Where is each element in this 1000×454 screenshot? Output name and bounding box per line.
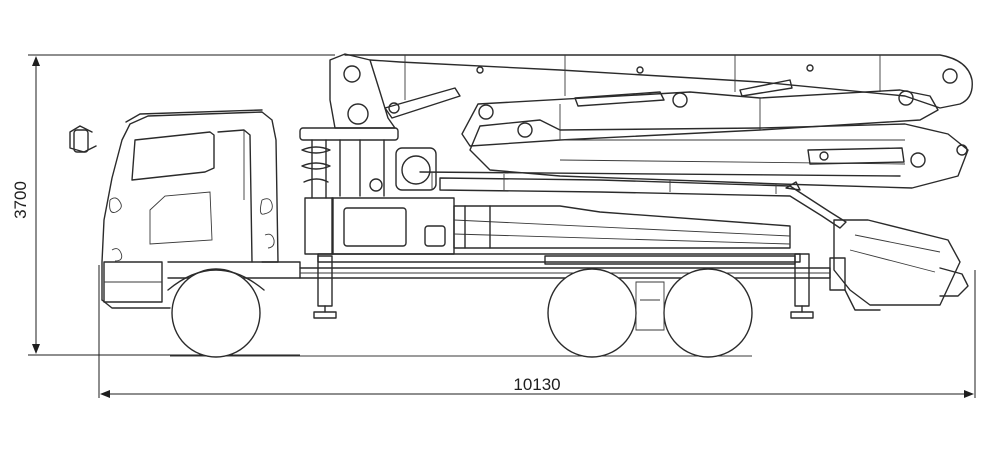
boom-section-3 bbox=[469, 119, 969, 189]
boom-cylinder-1 bbox=[384, 87, 461, 119]
length-dimension-label: 10130 bbox=[513, 375, 560, 394]
height-dimension: 3700 bbox=[11, 54, 335, 356]
delivery-pipe bbox=[419, 171, 901, 190]
pump-unit bbox=[304, 197, 969, 311]
height-dimension-label: 3700 bbox=[11, 181, 30, 219]
front-outrigger bbox=[313, 255, 337, 319]
boom-section-4 bbox=[439, 177, 847, 229]
front-wheel bbox=[167, 268, 265, 358]
chassis-frame bbox=[167, 253, 846, 291]
truck-cab bbox=[69, 109, 279, 309]
axle-bracket bbox=[635, 281, 665, 331]
boom-section-2 bbox=[461, 79, 939, 147]
rear-wheel-1 bbox=[547, 268, 637, 358]
boom-turret bbox=[299, 53, 437, 199]
rear-outrigger bbox=[790, 253, 814, 319]
length-dimension: 10130 bbox=[98, 265, 976, 398]
rear-wheel-2 bbox=[663, 268, 753, 358]
boom-section-1 bbox=[344, 54, 973, 109]
